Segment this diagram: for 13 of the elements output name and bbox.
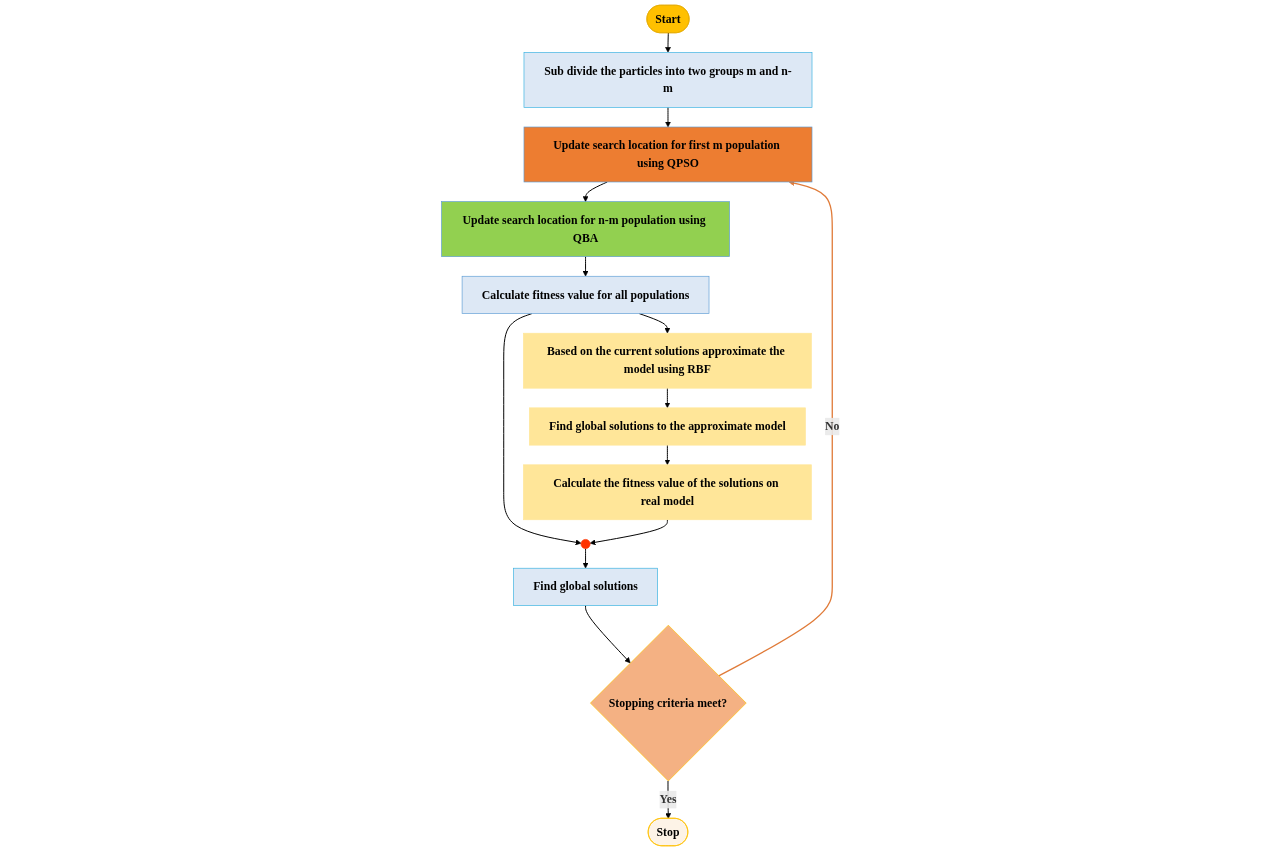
node-box: Find global solutions: [513, 567, 658, 606]
node-box: Update search location for first m population using QPSO: [523, 126, 813, 183]
node-box: Update search location for n-m population using QBA: [441, 201, 730, 257]
edge-label: No: [825, 419, 840, 433]
node-diamond: Stopping criteria meet?: [590, 624, 747, 782]
node-circle: [580, 539, 591, 549]
node-box: Sub divide the particles into two groups m and n-m: [523, 52, 813, 108]
node-box: Calculate the fitness value of the solutions on real model: [523, 464, 812, 521]
node-box: Based on the current solutions approximate the model using RBF: [523, 332, 812, 389]
node-box: Calculate fitness value for all populations: [461, 275, 710, 314]
edge-label: Yes: [659, 792, 677, 806]
arrow: [718, 180, 833, 677]
node-box: Find global solutions to the approximate model: [529, 407, 806, 446]
